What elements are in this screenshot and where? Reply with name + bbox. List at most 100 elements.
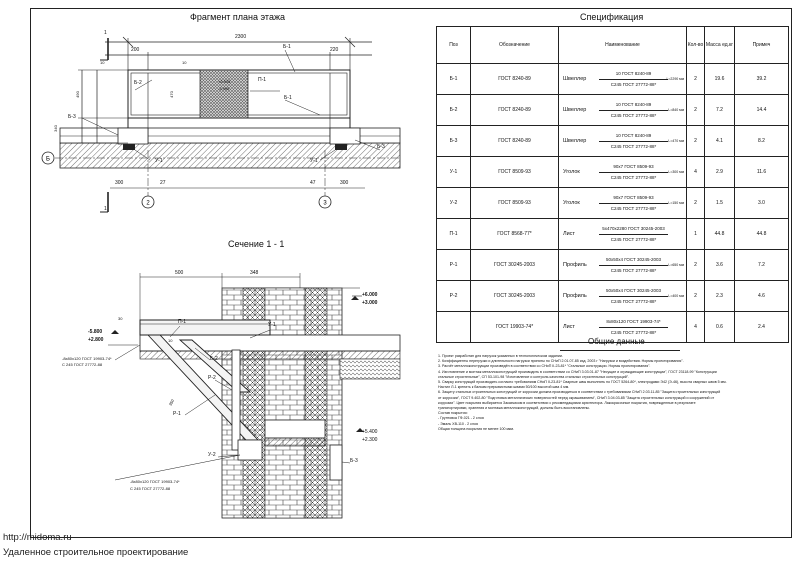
spec-qty: 4 bbox=[686, 311, 705, 343]
spec-profile-type: Уголок bbox=[563, 200, 580, 206]
spec-pos: П-1 bbox=[436, 218, 471, 250]
plan-dim-10b: 10 bbox=[182, 60, 187, 65]
spec-mass: 3.6 bbox=[704, 249, 735, 281]
spec-header-qty: Кол-во bbox=[686, 26, 705, 64]
plan-label-p1: П-1 bbox=[258, 77, 267, 83]
spec-note: 39.2 bbox=[734, 63, 789, 95]
plan-dim-27: 27 bbox=[160, 180, 166, 186]
note-line: 2. Коэффициенты перегрузки и длительност… bbox=[438, 359, 684, 364]
spec-profile-top: 10 ГОСТ 8240-89 bbox=[615, 133, 652, 138]
footer-url[interactable]: http://midoma.ru bbox=[3, 532, 72, 543]
spec-profile-bottom: С245 ГОСТ 27772-88* bbox=[610, 330, 657, 335]
spec-profile-type: Профиль bbox=[563, 262, 587, 268]
spec-mass: 4.1 bbox=[704, 125, 735, 157]
section-dim-30: 30 bbox=[118, 316, 123, 321]
note-line: Общая толщина покрытия не менее 100 мкм. bbox=[438, 426, 514, 431]
spec-profile-type: Лист bbox=[563, 324, 575, 330]
spec-length: L=150 мм bbox=[668, 201, 684, 205]
general-data-rule bbox=[560, 350, 680, 351]
spec-profile-type: Профиль bbox=[563, 293, 587, 299]
spec-header-row: Поз Обозначение Наименование Кол-во Масс… bbox=[436, 26, 789, 64]
spec-profile-bottom: С245 ГОСТ 27772-88* bbox=[610, 82, 657, 87]
spec-profile-top: 90х7 ГОСТ 8509-93 bbox=[613, 195, 654, 200]
plan-elev-b: -2.905 bbox=[218, 86, 230, 91]
spec-profile-top: 8х80х120 ГОСТ 19903-74* bbox=[606, 319, 661, 324]
spec-note: 2.4 bbox=[734, 311, 789, 343]
spec-mass: 19.6 bbox=[704, 63, 735, 95]
spec-doc: ГОСТ 8240-89 bbox=[470, 125, 559, 157]
spec-qty: 2 bbox=[686, 187, 705, 219]
spec-profile-type: Швеллер bbox=[563, 76, 587, 82]
section-label-r1: Р-1 bbox=[173, 411, 181, 417]
spec-pos: У-1 bbox=[436, 156, 471, 188]
section-title: Сечение 1 - 1 bbox=[228, 239, 285, 249]
spec-pos: Б-1 bbox=[436, 63, 471, 95]
section-elev-5400: +5.400 bbox=[362, 429, 378, 435]
spec-mass: 2.3 bbox=[704, 280, 735, 312]
spec-mass: 44.8 bbox=[704, 218, 735, 250]
spec-qty: 2 bbox=[686, 94, 705, 126]
spec-profile-top: 10 ГОСТ 8240-89 bbox=[615, 71, 652, 76]
plan-dim-340: 340 bbox=[52, 125, 58, 132]
spec-profile-bottom: С245 ГОСТ 27772-88* bbox=[610, 268, 657, 273]
spec-header-name: Наименование bbox=[558, 26, 687, 64]
spec-note: 44.8 bbox=[734, 218, 789, 250]
section-label-b3: Б-3 bbox=[350, 458, 358, 464]
spec-note: 8.2 bbox=[734, 125, 789, 157]
spec-doc: ГОСТ 30245-2003 bbox=[470, 280, 559, 312]
note-line: от коррозии", ГОСТ 9.402-80 "Подготовка … bbox=[438, 395, 715, 400]
spec-pos: У-2 bbox=[436, 187, 471, 219]
plan-dim-47: 47 bbox=[310, 180, 316, 186]
plan-label-u1-right: У-1 bbox=[310, 158, 318, 164]
spec-pos bbox=[436, 311, 471, 343]
spec-row: ГОСТ 19903-74* Лист 8х80х120 ГОСТ 19903-74… bbox=[436, 311, 789, 343]
plan-dim-470: 470 bbox=[168, 91, 174, 98]
spec-note: 14.4 bbox=[734, 94, 789, 126]
plan-dim-right: 220 bbox=[330, 47, 339, 53]
note-line: 3. Расчёт металлоконструкции произведён … bbox=[438, 364, 651, 369]
plan-cut-1-bottom: 1 bbox=[104, 206, 107, 212]
spec-profile-bottom: С245 ГОСТ 27772-88* bbox=[610, 175, 657, 180]
spec-mass: 0.6 bbox=[704, 311, 735, 343]
spec-pos: Б-2 bbox=[436, 94, 471, 126]
plan-label-b3-left: Б-3 bbox=[68, 114, 76, 120]
plan-label-b2: Б-2 bbox=[134, 80, 142, 86]
spec-qty: 4 bbox=[686, 156, 705, 188]
plan-label-b1-bot: Б-1 bbox=[284, 95, 292, 101]
spec-profile-bottom: С245 ГОСТ 27772-88* bbox=[610, 144, 657, 149]
spec-doc: ГОСТ 19903-74* bbox=[470, 311, 559, 343]
section-label-p1: П-1 bbox=[178, 319, 187, 325]
spec-title: Спецификация bbox=[580, 12, 644, 22]
plan-dim-300-left: 300 bbox=[115, 180, 124, 186]
spec-length: L=400 мм bbox=[668, 294, 684, 298]
plan-dim-300-right: 300 bbox=[340, 180, 349, 186]
note-line: - Грунтовка ГФ-021 - 2 слоя bbox=[438, 416, 484, 421]
specification-table: Поз Обозначение Наименование Кол-во Масс… bbox=[436, 26, 789, 343]
plan-elev-a: +2.905 bbox=[218, 79, 231, 84]
spec-doc: ГОСТ 8568-77* bbox=[470, 218, 559, 250]
spec-profile-type: Швеллер bbox=[563, 107, 587, 113]
spec-mass: 7.2 bbox=[704, 94, 735, 126]
plan-title: Фрагмент плана этажа bbox=[190, 12, 285, 22]
spec-qty: 2 bbox=[686, 63, 705, 95]
spec-pos: Р-2 bbox=[436, 280, 471, 312]
spec-pos: Б-3 bbox=[436, 125, 471, 157]
spec-profile-type: Лист bbox=[563, 231, 575, 237]
plan-dim-490: 490 bbox=[74, 91, 80, 98]
section-dim-348: 348 bbox=[250, 270, 259, 276]
spec-profile-top: 50х50х4 ГОСТ 30245-2003 bbox=[605, 288, 662, 293]
section-elev-2800: +2.800 bbox=[88, 337, 104, 343]
spec-qty: 2 bbox=[686, 249, 705, 281]
floor-plan-fragment bbox=[41, 36, 401, 213]
section-plate-top-line2: С 245 ГОСТ 27772-88 bbox=[62, 362, 103, 367]
section-plate-bot-line1: -8х80х120 ГОСТ 19903-74* bbox=[130, 479, 180, 484]
